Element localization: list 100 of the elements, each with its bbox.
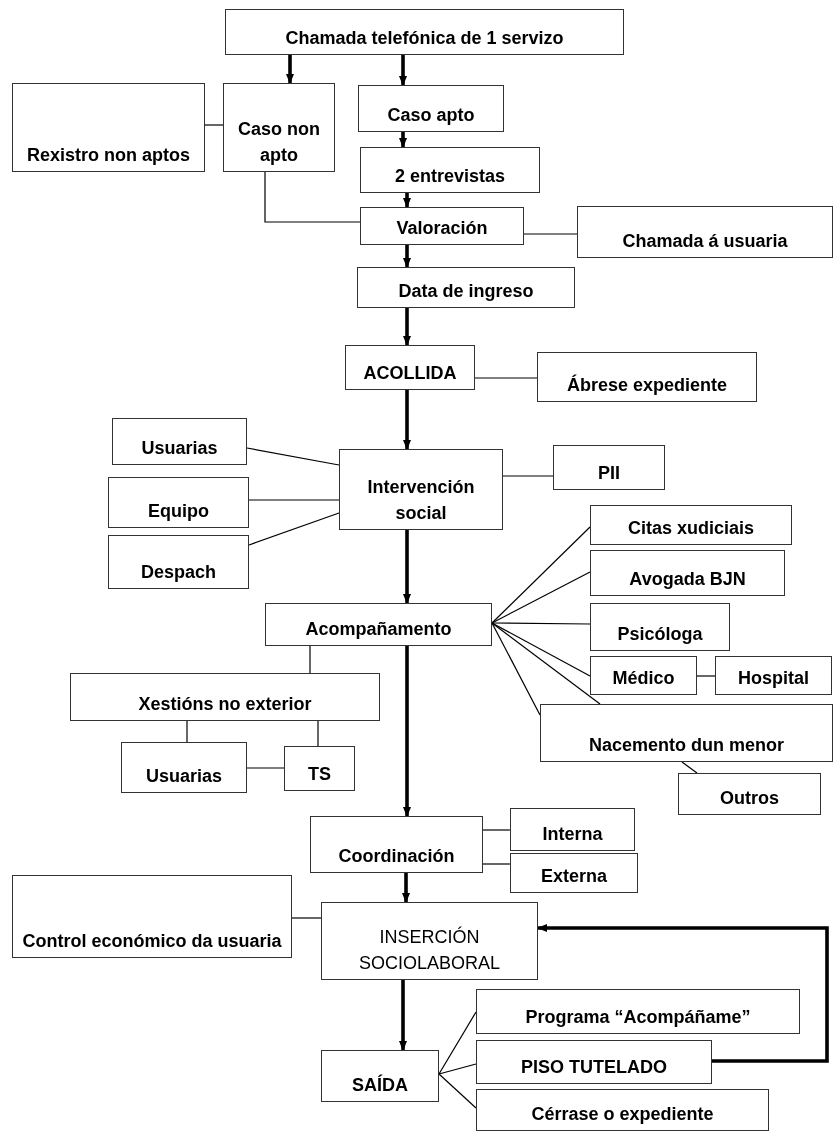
box-label: Data de ingreso (398, 279, 534, 303)
arrow (403, 193, 411, 208)
box-label: Rexistro non aptos (27, 143, 190, 167)
process-box (223, 83, 335, 172)
process-box (339, 449, 503, 530)
box-label: TS (308, 762, 331, 786)
box-label: Despach (140, 560, 216, 584)
arrow (286, 55, 294, 84)
connector-line (696, 675, 716, 677)
connector-line (482, 829, 511, 831)
connector-line (291, 917, 322, 919)
process-box (510, 808, 635, 851)
process-box (358, 85, 504, 132)
process-box (357, 267, 575, 308)
connector-line (681, 761, 698, 774)
box-label: Caso apto (387, 103, 475, 127)
connector-line (482, 863, 511, 865)
box-label: Usuarias (145, 764, 222, 788)
process-box (108, 477, 249, 528)
arrow (403, 646, 411, 817)
arrow (403, 245, 411, 268)
box-label: Valoración (396, 216, 488, 240)
process-box (476, 1089, 769, 1131)
process-box (310, 816, 483, 873)
box-label: ACOLLIDA (363, 361, 457, 385)
process-box (577, 206, 833, 258)
box-label: Chamada á usuaria (622, 229, 788, 253)
process-box (553, 445, 665, 490)
process-box (715, 656, 832, 695)
box-label: Ábrese expediente (566, 373, 728, 397)
process-box (12, 83, 205, 172)
box-label: Intervención social (366, 475, 476, 525)
process-box (510, 853, 638, 893)
process-box (590, 603, 730, 651)
box-label: Usuarias (141, 436, 218, 460)
arrow (403, 530, 411, 604)
arrow (399, 980, 407, 1051)
box-label: Coordinación (338, 844, 455, 868)
process-box (476, 1040, 712, 1084)
connector-line (502, 475, 554, 477)
connector-line (438, 1073, 477, 1109)
box-label: Equipo (148, 499, 209, 523)
connector-line (248, 499, 340, 501)
process-box (112, 418, 247, 465)
box-label: Cérrase o expediente (531, 1102, 714, 1126)
box-label: INSERCIÓN SOCIOLABORAL (357, 925, 501, 975)
process-box (108, 535, 249, 589)
connector-line (186, 720, 188, 743)
box-label: Citas xudiciais (627, 516, 755, 540)
connector-line (264, 171, 361, 223)
connector-line (491, 571, 591, 624)
process-box (121, 742, 247, 793)
box-label: Outros (720, 786, 779, 810)
box-label: PISO TUTELADO (521, 1055, 667, 1079)
arrow (403, 390, 411, 450)
box-label: SAÍDA (352, 1073, 408, 1097)
box-label: Xestións no exterior (138, 692, 312, 716)
connector-line (523, 233, 578, 235)
process-box (360, 207, 524, 245)
connector-line (248, 512, 340, 546)
box-label: Interna (542, 822, 603, 846)
box-label: Nacemento dun menor (589, 733, 784, 757)
connector-line (491, 622, 591, 625)
process-box (360, 147, 540, 193)
connector-line (438, 1011, 477, 1075)
process-box (70, 673, 380, 721)
arrow (537, 924, 829, 1063)
box-label: Chamada telefónica de 1 servizo (285, 26, 564, 50)
process-box (345, 345, 475, 390)
process-box (225, 9, 624, 55)
arrow (399, 55, 407, 86)
connector-line (204, 124, 224, 126)
arrow (403, 308, 411, 346)
process-box (321, 902, 538, 980)
process-box (321, 1050, 439, 1102)
connector-line (491, 526, 591, 624)
box-label: Avogada BJN (629, 567, 746, 591)
process-box (590, 505, 792, 545)
box-label: PII (598, 461, 620, 485)
process-box (12, 875, 292, 958)
box-label: Psicóloga (617, 622, 703, 646)
connector-line (438, 1063, 477, 1075)
arrow (402, 873, 410, 903)
process-box (537, 352, 757, 402)
connector-line (246, 767, 285, 769)
process-box (476, 989, 800, 1034)
connector-line (491, 622, 541, 716)
process-box (678, 773, 821, 815)
connector-line (474, 377, 538, 379)
box-label: Control económico da usuaria (22, 929, 282, 953)
box-label: Programa “Acompáñame” (525, 1005, 751, 1029)
box-label: Hospital (738, 666, 809, 690)
arrow (399, 132, 407, 148)
connector-line (246, 447, 340, 466)
process-box (590, 656, 697, 695)
connector-line (317, 720, 319, 747)
box-label: Externa (540, 864, 607, 888)
connector-line (309, 645, 311, 674)
box-label: Acompañamento (305, 617, 452, 641)
process-box (265, 603, 492, 646)
